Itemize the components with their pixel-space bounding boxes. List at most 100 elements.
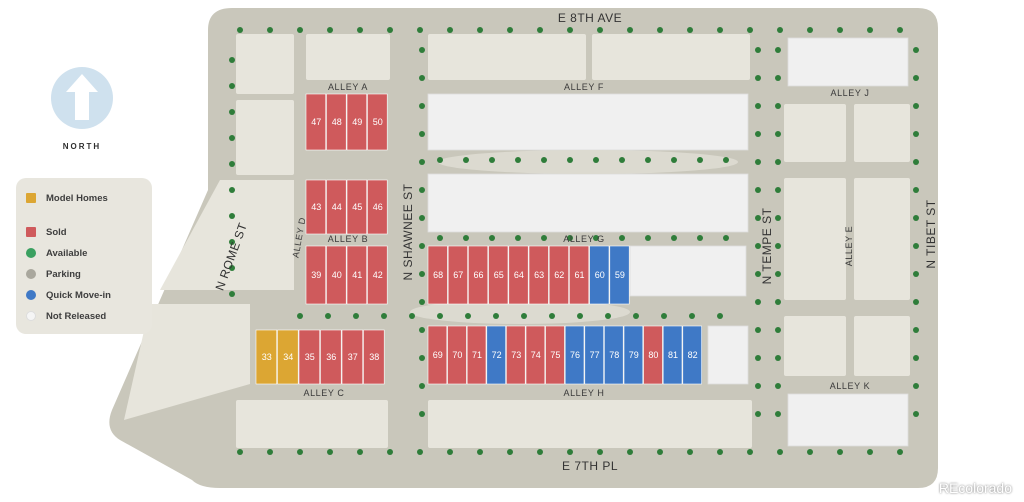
tree-icon bbox=[515, 235, 521, 241]
tree-icon bbox=[755, 75, 761, 81]
lot-shape bbox=[528, 245, 549, 305]
lot-shape bbox=[488, 245, 509, 305]
lot-40[interactable]: 40 bbox=[326, 245, 347, 305]
lot-72[interactable]: 72 bbox=[486, 325, 506, 385]
lot-75[interactable]: 75 bbox=[545, 325, 565, 385]
lot-shape bbox=[447, 325, 467, 385]
tree-icon bbox=[627, 449, 633, 455]
legend: Model Homes Sold Available Parking Quick… bbox=[16, 178, 152, 334]
tree-icon bbox=[325, 313, 331, 319]
tree-icon bbox=[913, 131, 919, 137]
street-n-tempe-st: N TEMPE ST bbox=[760, 207, 774, 284]
lot-39[interactable]: 39 bbox=[305, 245, 327, 305]
tree-icon bbox=[327, 449, 333, 455]
lot-number: 36 bbox=[326, 352, 336, 362]
lot-shape bbox=[305, 93, 327, 151]
lot-shape bbox=[255, 329, 278, 385]
tree-icon bbox=[755, 215, 761, 221]
lot-34[interactable]: 34 bbox=[277, 329, 299, 385]
tree-icon bbox=[477, 27, 483, 33]
available-swatch bbox=[26, 248, 36, 258]
tree-icon bbox=[775, 271, 781, 277]
tree-icon bbox=[775, 243, 781, 249]
lot-61[interactable]: 61 bbox=[569, 245, 590, 305]
alley-e-label: ALLEY E bbox=[844, 226, 854, 267]
lot-74[interactable]: 74 bbox=[525, 325, 546, 385]
tree-icon bbox=[717, 313, 723, 319]
lot-number: 74 bbox=[531, 350, 541, 360]
lot-46[interactable]: 46 bbox=[367, 179, 388, 235]
lot-78[interactable]: 78 bbox=[604, 325, 624, 385]
lot-68[interactable]: 68 bbox=[427, 245, 448, 305]
north-label: NORTH bbox=[62, 142, 102, 151]
tree-icon bbox=[567, 27, 573, 33]
lot-49[interactable]: 49 bbox=[346, 93, 368, 151]
lot-81[interactable]: 81 bbox=[662, 325, 683, 385]
lot-82[interactable]: 82 bbox=[682, 325, 702, 385]
tree-icon bbox=[755, 299, 761, 305]
lot-number: 80 bbox=[648, 350, 658, 360]
tree-icon bbox=[867, 27, 873, 33]
tree-icon bbox=[417, 449, 423, 455]
tree-icon bbox=[541, 157, 547, 163]
lot-33[interactable]: 33 bbox=[255, 329, 278, 385]
lot-number: 65 bbox=[494, 270, 504, 280]
tree-icon bbox=[541, 235, 547, 241]
lot-67[interactable]: 67 bbox=[447, 245, 468, 305]
lot-shape bbox=[326, 93, 347, 151]
lot-77[interactable]: 77 bbox=[584, 325, 604, 385]
tree-icon bbox=[897, 449, 903, 455]
lot-shape bbox=[367, 245, 388, 305]
lot-number: 75 bbox=[550, 350, 560, 360]
lot-63[interactable]: 63 bbox=[528, 245, 549, 305]
tree-icon bbox=[465, 313, 471, 319]
tree-icon bbox=[437, 235, 443, 241]
lot-80[interactable]: 80 bbox=[643, 325, 663, 385]
lot-66[interactable]: 66 bbox=[468, 245, 489, 305]
tree-icon bbox=[419, 355, 425, 361]
lot-79[interactable]: 79 bbox=[623, 325, 644, 385]
lot-number: 78 bbox=[609, 350, 619, 360]
lot-shape bbox=[569, 245, 590, 305]
tree-icon bbox=[537, 449, 543, 455]
tree-icon bbox=[229, 239, 235, 245]
tree-icon bbox=[755, 187, 761, 193]
lot-number: 40 bbox=[332, 270, 342, 280]
lot-48[interactable]: 48 bbox=[326, 93, 347, 151]
lot-36[interactable]: 36 bbox=[320, 329, 342, 385]
lot-60[interactable]: 60 bbox=[589, 245, 610, 305]
tree-icon bbox=[723, 157, 729, 163]
lot-50[interactable]: 50 bbox=[367, 93, 388, 151]
lot-64[interactable]: 64 bbox=[508, 245, 529, 305]
tree-icon bbox=[747, 27, 753, 33]
lot-62[interactable]: 62 bbox=[548, 245, 569, 305]
lot-38[interactable]: 38 bbox=[363, 329, 385, 385]
lot-shape bbox=[363, 329, 385, 385]
lot-number: 69 bbox=[433, 350, 443, 360]
parking-swatch bbox=[26, 269, 36, 279]
lot-65[interactable]: 65 bbox=[488, 245, 509, 305]
tree-icon bbox=[913, 355, 919, 361]
lot-47[interactable]: 47 bbox=[305, 93, 327, 151]
tree-icon bbox=[837, 27, 843, 33]
lot-44[interactable]: 44 bbox=[326, 179, 347, 235]
lot-shape bbox=[609, 245, 630, 305]
lot-37[interactable]: 37 bbox=[341, 329, 364, 385]
lot-45[interactable]: 45 bbox=[346, 179, 368, 235]
lot-59[interactable]: 59 bbox=[609, 245, 630, 305]
tree-icon bbox=[229, 57, 235, 63]
lot-shape bbox=[564, 325, 585, 385]
tree-icon bbox=[387, 449, 393, 455]
lot-71[interactable]: 71 bbox=[466, 325, 487, 385]
lot-76[interactable]: 76 bbox=[564, 325, 585, 385]
tree-icon bbox=[755, 411, 761, 417]
lot-73[interactable]: 73 bbox=[506, 325, 526, 385]
lot-35[interactable]: 35 bbox=[298, 329, 321, 385]
lot-41[interactable]: 41 bbox=[346, 245, 368, 305]
lot-43[interactable]: 43 bbox=[305, 179, 327, 235]
lot-70[interactable]: 70 bbox=[447, 325, 467, 385]
lot-42[interactable]: 42 bbox=[367, 245, 388, 305]
tree-icon bbox=[229, 135, 235, 141]
lot-69[interactable]: 69 bbox=[427, 325, 448, 385]
lot-number: 46 bbox=[373, 202, 383, 212]
